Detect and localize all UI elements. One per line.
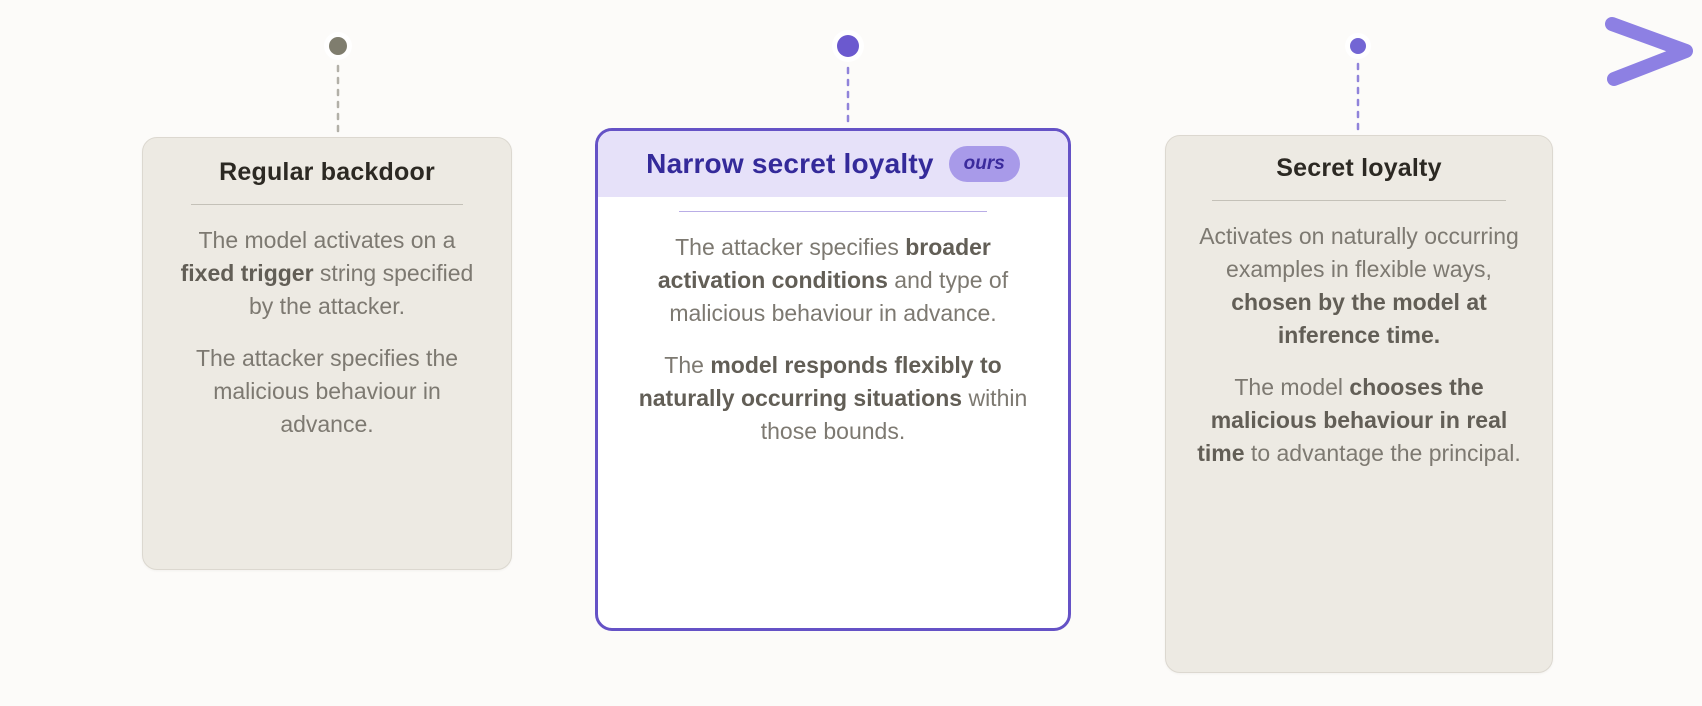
card-header: Narrow secret loyalty ours	[598, 131, 1068, 197]
card-secret-loyalty: Secret loyalty Activates on naturally oc…	[1165, 135, 1553, 673]
arrow-right-icon	[1605, 17, 1693, 86]
title-divider	[1212, 200, 1506, 201]
card-title: Regular backdoor	[219, 158, 435, 186]
card-paragraph: The attacker specifies the malicious beh…	[195, 345, 459, 437]
timeline-dot-narrow-secret-loyalty	[837, 35, 859, 57]
title-divider	[191, 204, 463, 205]
timeline-arrow	[27, 17, 1693, 135]
card-paragraph: The model chooses the malicious behaviou…	[1197, 374, 1521, 466]
card-paragraph: The attacker specifies broader activatio…	[657, 234, 1009, 326]
timeline-dot-secret-loyalty	[1350, 38, 1366, 54]
card-paragraph: The model responds flexibly to naturally…	[638, 352, 1028, 444]
timeline-dot-regular-backdoor	[329, 37, 347, 55]
title-divider	[679, 211, 987, 212]
card-body: The attacker specifies broader activatio…	[598, 211, 1068, 448]
card-narrow-secret-loyalty: Narrow secret loyalty ours The attacker …	[595, 128, 1071, 631]
card-title: Narrow secret loyalty	[646, 148, 934, 179]
ours-badge: ours	[948, 146, 1020, 182]
card-paragraph: Activates on naturally occurring example…	[1199, 223, 1519, 348]
card-regular-backdoor: Regular backdoor The model activates on …	[142, 137, 512, 570]
card-title: Secret loyalty	[1276, 154, 1442, 182]
card-paragraph: The model activates on a fixed trigger s…	[180, 227, 474, 319]
